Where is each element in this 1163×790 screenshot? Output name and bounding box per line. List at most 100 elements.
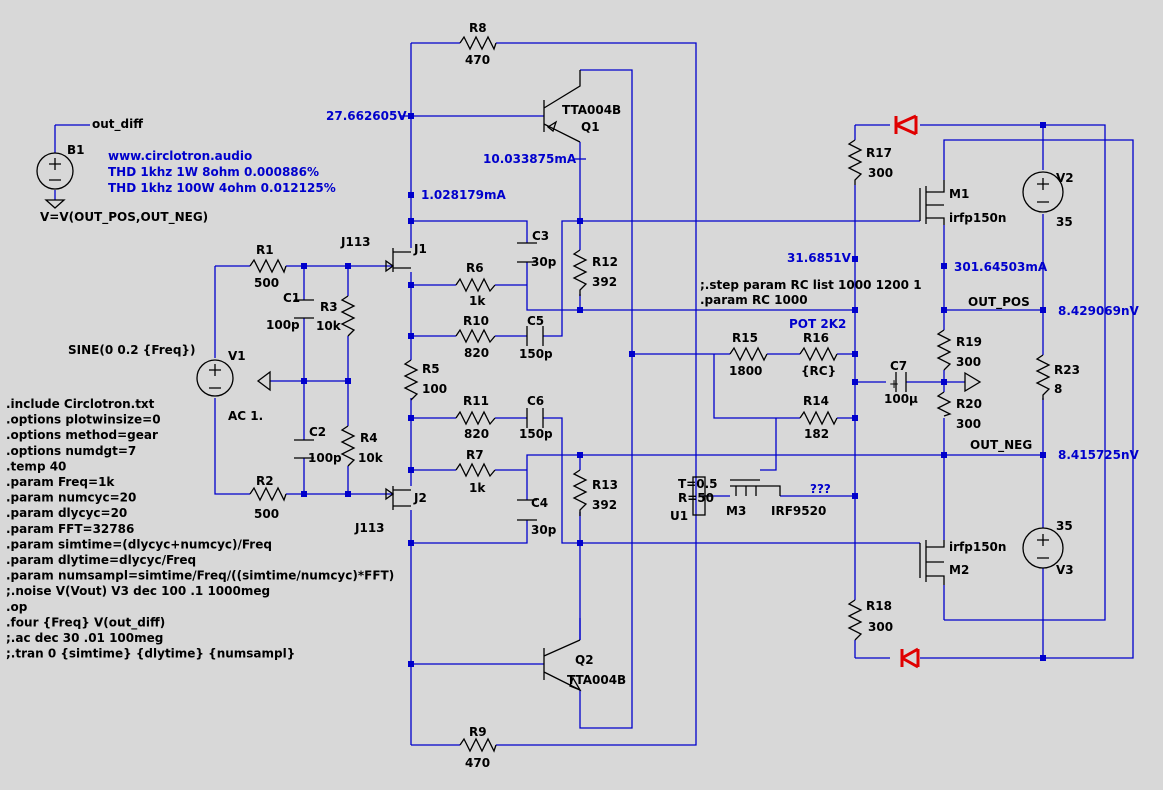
- voltage-27: 27.662605V: [326, 109, 407, 123]
- directive-line: .options numdgt=7: [6, 444, 136, 458]
- diode-bottom[interactable]: [900, 647, 920, 669]
- C7-symbol[interactable]: [895, 372, 907, 392]
- R17-label: R17: [866, 146, 892, 160]
- R5-value: 100: [422, 382, 447, 396]
- R16-value: {RC}: [801, 364, 836, 378]
- directive-line: .param FFT=32786: [6, 522, 134, 536]
- thd-100w: THD 1khz 100W 4ohm 0.012125%: [108, 181, 336, 195]
- R6-symbol[interactable]: [455, 277, 496, 293]
- C1-value: 100p: [266, 318, 300, 332]
- ground-right[interactable]: [964, 371, 982, 393]
- C1-symbol[interactable]: [294, 299, 314, 319]
- R18-value: 300: [868, 620, 893, 634]
- R17-symbol[interactable]: [847, 139, 863, 185]
- U1-t: T=0.5: [678, 477, 718, 491]
- B1-source[interactable]: [36, 152, 74, 190]
- directive-line: .param simtime=(dlycyc+numcyc)/Freq: [6, 537, 272, 551]
- R8-symbol[interactable]: [459, 35, 497, 51]
- R15-value: 1800: [729, 364, 762, 378]
- R3-symbol[interactable]: [340, 295, 356, 337]
- directive-param-rc: .param RC 1000: [700, 293, 808, 307]
- R18-symbol[interactable]: [847, 599, 863, 641]
- R4-symbol[interactable]: [340, 425, 356, 467]
- directive-line: ;.noise V(Vout) V3 dec 100 .1 1000meg: [6, 584, 270, 598]
- V1-ac: AC 1.: [228, 409, 263, 423]
- R14-label: R14: [803, 394, 829, 408]
- C4-symbol[interactable]: [517, 499, 537, 521]
- M1-type: irfp150n: [949, 211, 1006, 225]
- C1-label: C1: [283, 291, 300, 305]
- R16-symbol[interactable]: [799, 346, 838, 362]
- R9-label: R9: [469, 725, 487, 739]
- R4-value: 10k: [358, 451, 384, 465]
- R10-symbol[interactable]: [455, 328, 496, 344]
- voltage-outneg: 8.415725nV: [1058, 448, 1140, 462]
- Q2-transistor[interactable]: [543, 639, 582, 692]
- Q1-transistor[interactable]: [543, 70, 581, 143]
- ground-left[interactable]: [256, 370, 271, 392]
- R7-label: R7: [466, 448, 484, 462]
- R15-symbol[interactable]: [729, 346, 768, 362]
- R2-symbol[interactable]: [249, 486, 287, 502]
- V2-label: V2: [1056, 171, 1074, 185]
- directive-line: .options method=gear: [6, 428, 158, 442]
- R11-symbol[interactable]: [455, 410, 496, 426]
- U1-potentiometer[interactable]: [692, 476, 712, 516]
- directive-line: ;.tran 0 {simtime} {dlytime} {numsampl}: [6, 647, 295, 661]
- V3-label: V3: [1056, 563, 1074, 577]
- current-301: 301.64503mA: [954, 260, 1048, 274]
- R23-symbol[interactable]: [1035, 354, 1051, 400]
- R20-symbol[interactable]: [936, 391, 952, 417]
- url-text: www.circlotron.audio: [108, 149, 252, 163]
- C2-value: 100p: [308, 451, 342, 465]
- directive-line: .param numsampl=simtime/Freq/((simtime/n…: [6, 569, 394, 583]
- V1-source[interactable]: [196, 359, 234, 397]
- C6-symbol[interactable]: [526, 408, 544, 428]
- C5-symbol[interactable]: [526, 326, 544, 346]
- C7-value: 100µ: [884, 392, 918, 406]
- C2-symbol[interactable]: [294, 439, 314, 459]
- wires: [54, 42, 1134, 746]
- M1-mosfet[interactable]: [919, 180, 945, 225]
- R16-label: R16: [803, 331, 829, 345]
- C7-label: C7: [890, 359, 907, 373]
- C3-symbol[interactable]: [517, 242, 537, 263]
- R19-symbol[interactable]: [936, 329, 952, 371]
- R20-value: 300: [956, 417, 981, 431]
- V2-source[interactable]: [1022, 171, 1064, 213]
- directive-line: .temp 40: [6, 459, 66, 473]
- C3-label: C3: [532, 229, 549, 243]
- directive-line: .param Freq=1k: [6, 475, 115, 489]
- directive-line: .param numcyc=20: [6, 491, 136, 505]
- Q1-label: Q1: [581, 120, 600, 134]
- R14-symbol[interactable]: [799, 410, 838, 426]
- R5-symbol[interactable]: [403, 359, 419, 401]
- R13-label: R13: [592, 478, 618, 492]
- out-diff-label: out_diff: [92, 117, 143, 132]
- C5-label: C5: [527, 314, 544, 328]
- C6-value: 150p: [519, 427, 553, 441]
- R13-symbol[interactable]: [572, 469, 588, 516]
- diode-top[interactable]: [894, 114, 918, 136]
- spice-directives: .include Circlotron.txt.options plotwins…: [6, 397, 394, 661]
- R1-symbol[interactable]: [249, 258, 287, 274]
- directive-line: ;.ac dec 30 .01 100meg: [6, 631, 163, 645]
- ground-b1[interactable]: [44, 199, 66, 209]
- J2-jfet[interactable]: [385, 486, 411, 510]
- R12-symbol[interactable]: [572, 249, 588, 296]
- M2-mosfet[interactable]: [919, 540, 945, 585]
- R9-symbol[interactable]: [459, 737, 497, 753]
- V3-source[interactable]: [1022, 527, 1064, 569]
- U1-label: U1: [670, 509, 688, 523]
- R23-value: 8: [1054, 382, 1062, 396]
- R1-value: 500: [254, 276, 279, 290]
- M3-mosfet[interactable]: [730, 479, 781, 496]
- directive-line: .op: [6, 600, 28, 614]
- J1-jfet[interactable]: [385, 248, 411, 273]
- R8-label: R8: [469, 21, 487, 35]
- R7-symbol[interactable]: [455, 462, 496, 478]
- voltage-31: 31.6851V: [787, 251, 852, 265]
- R5-label: R5: [422, 362, 440, 376]
